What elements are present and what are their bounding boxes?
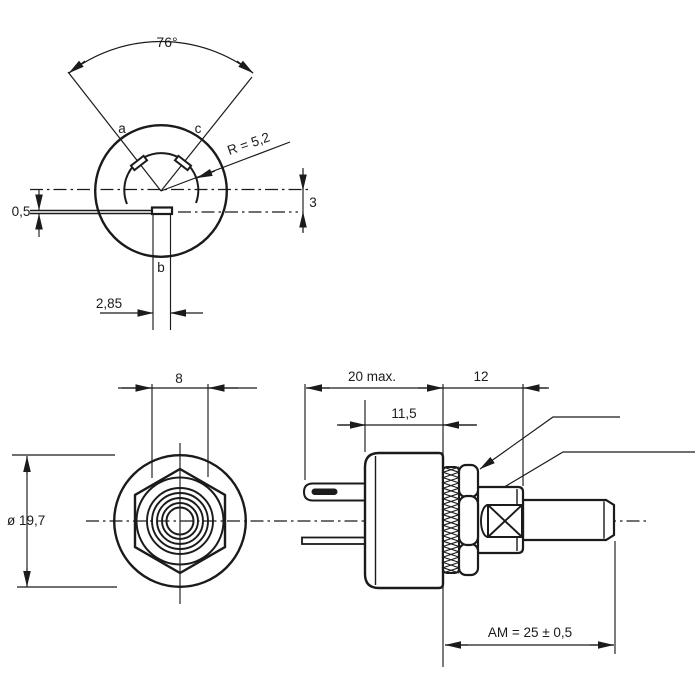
bushing-length-label: 12	[473, 369, 488, 384]
terminal-b-pad	[150, 206, 174, 216]
tab-thickness-label: 0,5	[12, 204, 31, 219]
tab-offset-label: 3	[309, 195, 317, 210]
body-length-label: 11,5	[391, 406, 416, 421]
lockwasher-leader-line	[479, 416, 620, 470]
flat-symbol-diagonal-2	[487, 504, 523, 538]
bore-arc	[480, 504, 489, 538]
shaft	[521, 498, 616, 542]
track-arc	[123, 152, 200, 205]
radius-leader-line	[160, 141, 291, 192]
terminal-b-label: b	[157, 260, 165, 275]
angle-dim-label: 76°	[156, 34, 177, 50]
terminal-pin-bottom	[301, 536, 366, 545]
knurl-zigzag-1	[441, 466, 461, 574]
terminal-c-label: c	[195, 121, 202, 136]
thread-ring-1	[146, 487, 214, 555]
hex-nut-front	[133, 467, 227, 575]
thread-ring-2	[151, 492, 209, 550]
front-body-circle	[112, 454, 248, 589]
terminal-pin-slot	[311, 488, 338, 495]
shaft-length-label: AM = 25 ± 0,5	[488, 625, 572, 640]
shaft-flat-symbol	[480, 504, 523, 538]
nut-chamfer-circle	[135, 476, 225, 566]
shaft-bore-circle	[165, 506, 195, 536]
nut-leader-line	[490, 451, 695, 496]
body-outline	[363, 451, 445, 590]
terminal-c-axis-line	[160, 76, 253, 192]
terminal-length-label: 20 max.	[348, 369, 396, 384]
radius-leader-arrow	[196, 168, 216, 179]
angle-arc-right-arrow	[236, 60, 254, 74]
tab-width-label: 2,85	[96, 296, 122, 311]
track-radius-label: R = 5,2	[225, 130, 271, 158]
bushing-width-label: 8	[175, 371, 183, 386]
hex-nut-side-bottom-facet	[457, 542, 480, 577]
thread-ring-4	[161, 502, 199, 540]
body-diameter-label: ø 19,7	[7, 513, 45, 528]
hex-nut-side-middle-facet	[457, 494, 480, 547]
hex-nut-side-top-facet	[457, 463, 480, 499]
angle-dimension-arc	[68, 40, 254, 74]
terminal-c-pad	[173, 154, 193, 172]
rear-terminal-view: 76° a c b R = 5,2 0,5 3 2,85	[12, 34, 317, 330]
terminal-a-label: a	[118, 121, 126, 136]
thread-ring-3	[156, 497, 204, 545]
terminal-a-pad	[129, 154, 149, 172]
angle-arc-left-arrow	[68, 60, 86, 74]
terminal-a-axis-line	[67, 71, 162, 192]
rear-body-circle	[93, 123, 229, 259]
lock-washer	[442, 466, 460, 574]
side-view: 20 max. 12 11,5 AM = 25 ± 0,5	[301, 369, 695, 667]
front-view: 8 ø 19,7	[7, 371, 257, 589]
